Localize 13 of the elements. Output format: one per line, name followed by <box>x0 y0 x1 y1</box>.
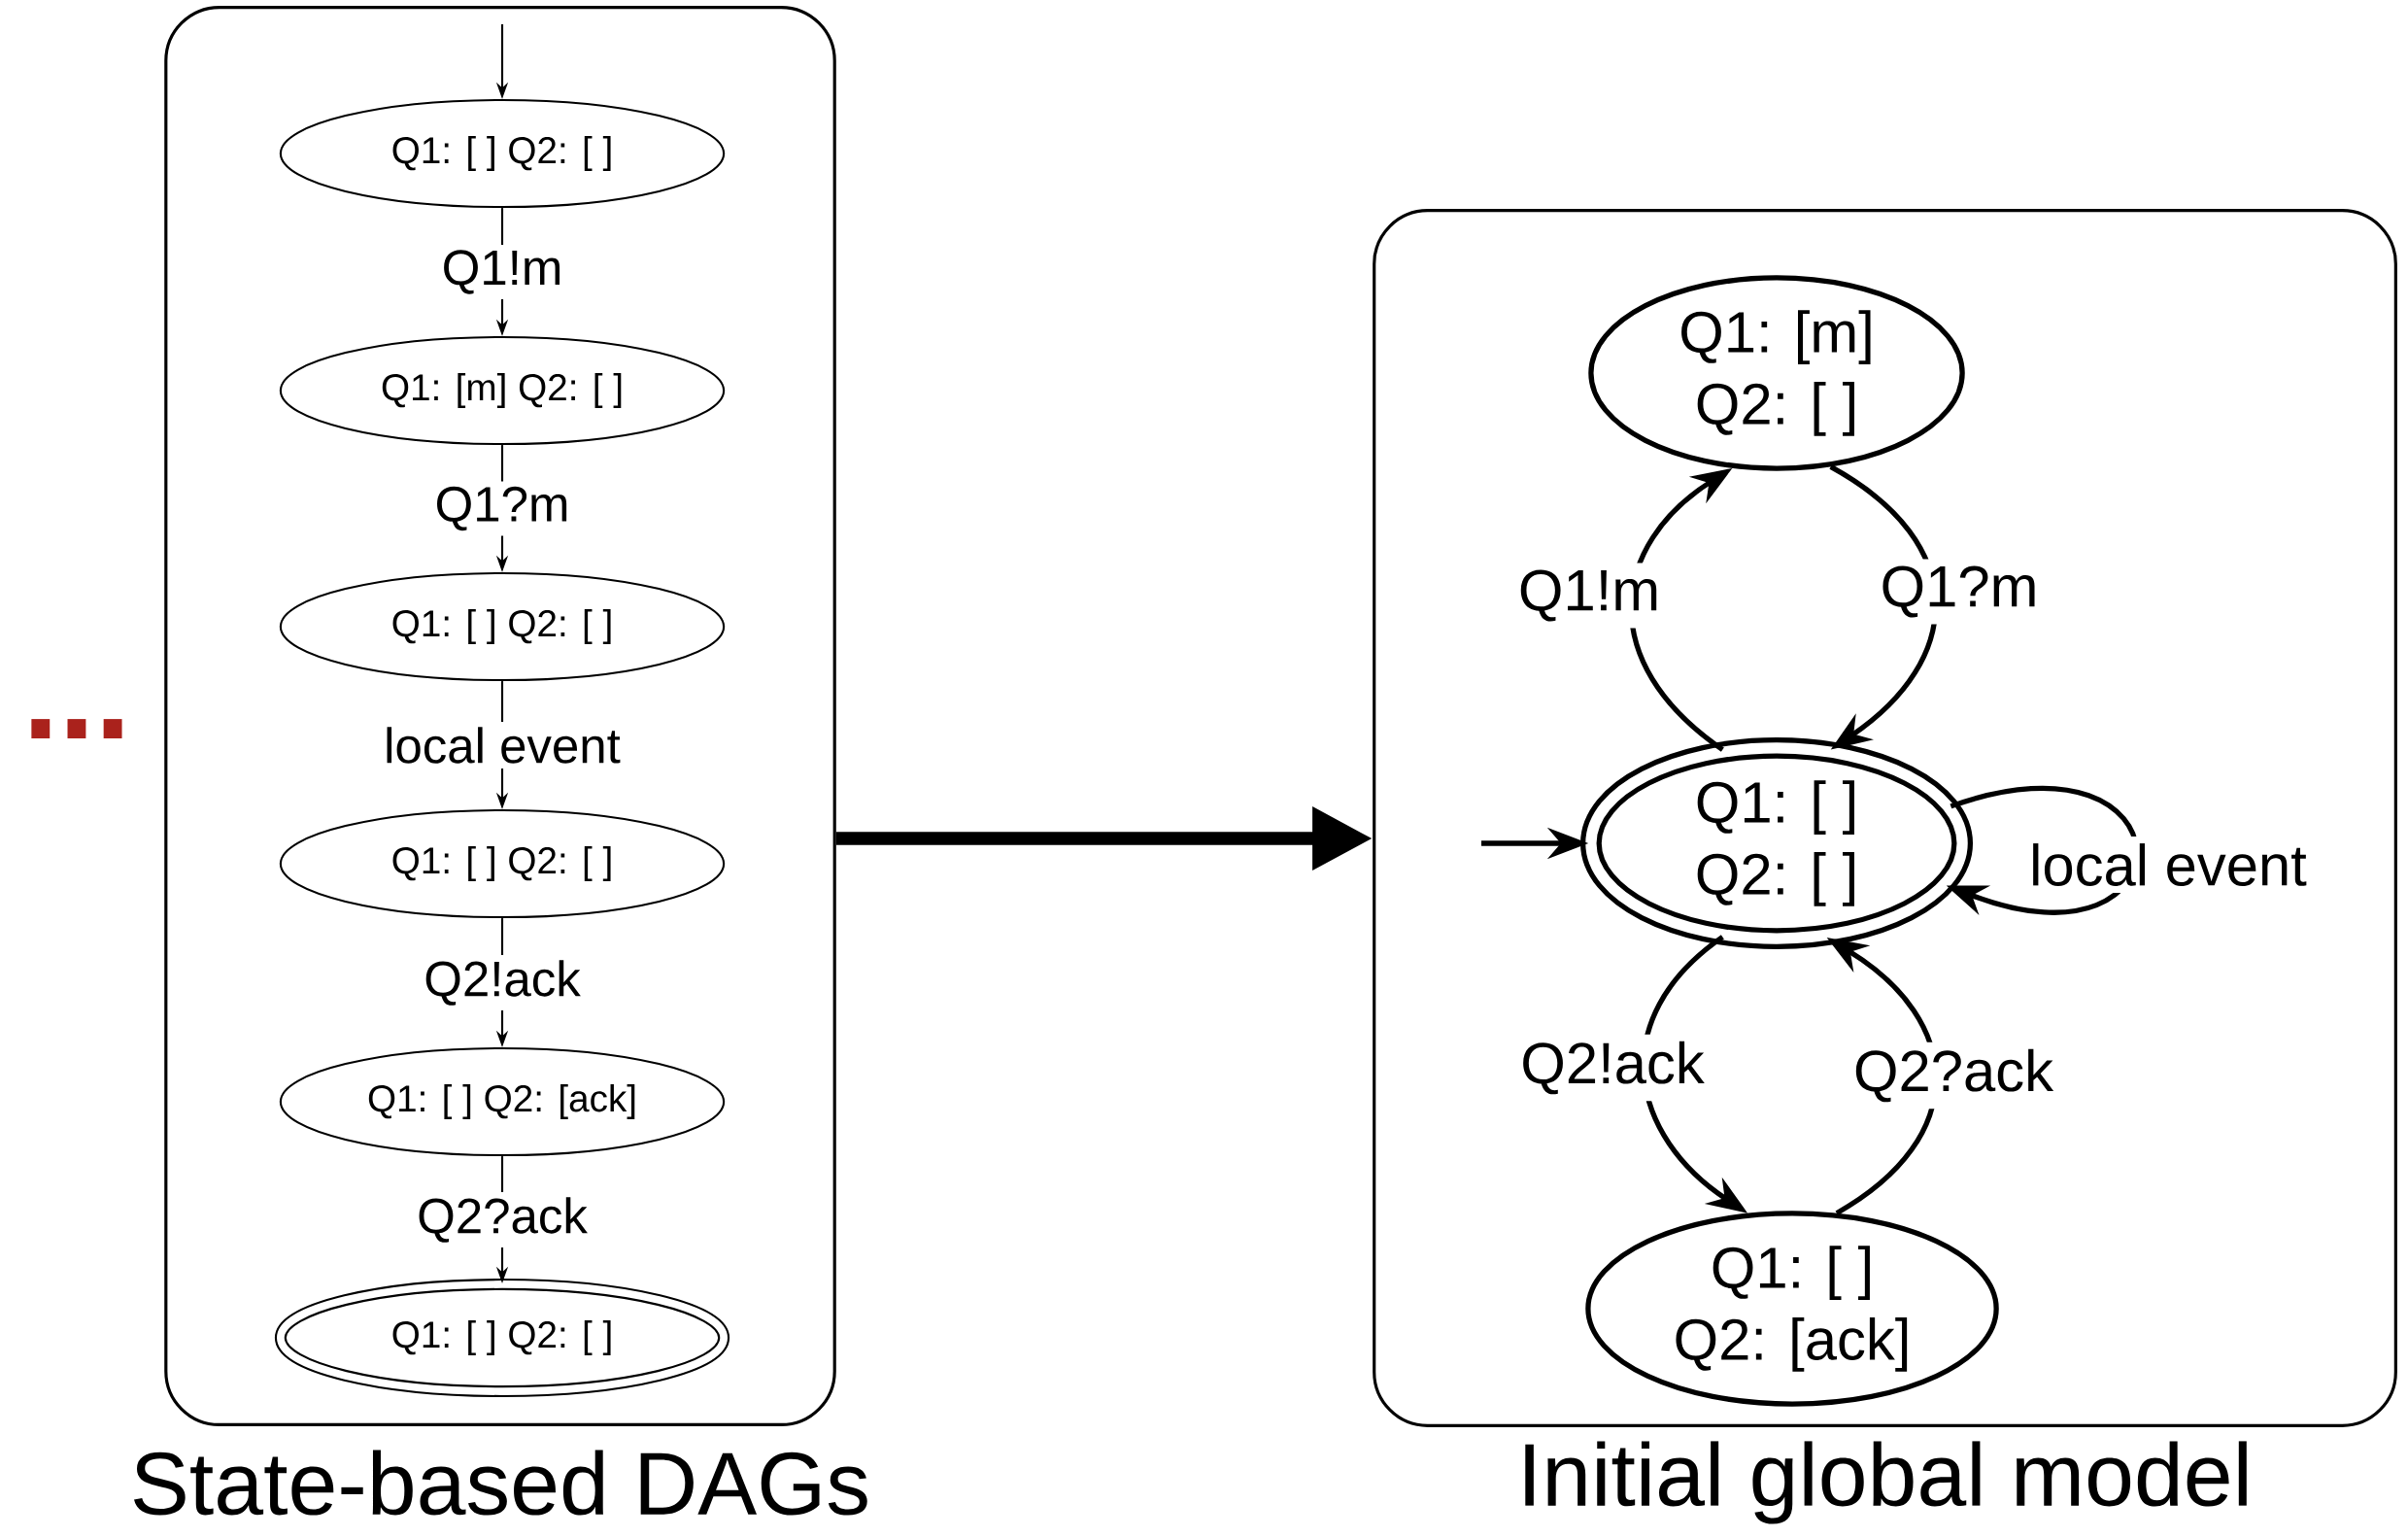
edge-label: Q1!m <box>436 245 568 299</box>
edge-label: Q1!m <box>1510 563 1668 629</box>
edge-label: Q2!ack <box>418 954 587 1011</box>
edge-label: Q1?m <box>429 481 575 536</box>
node-label: Initial global model <box>1525 1441 2247 1524</box>
edge-label: Q2?ack <box>411 1191 594 1248</box>
edge-label: Q2!ack <box>1513 1034 1712 1102</box>
edge-label: local event <box>378 722 627 768</box>
node-label: State-based DAGs <box>133 1450 867 1516</box>
ellipsis-dots: ... <box>31 719 122 738</box>
edge-label: local event <box>2022 837 2314 893</box>
edge-label: Q2?ack <box>1846 1042 2061 1110</box>
edge-label: Q1?m <box>1873 559 2046 625</box>
